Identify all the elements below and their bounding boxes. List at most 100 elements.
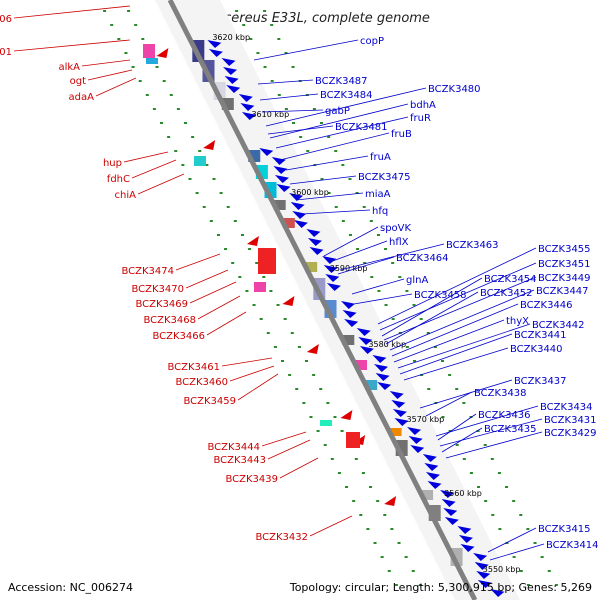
gene-block <box>365 380 378 390</box>
gene-arrow-plus <box>375 373 390 381</box>
gene-arrow-plus <box>374 364 389 372</box>
gene-arrow-plus <box>425 472 440 480</box>
gene-label-plus: BCZK3431 <box>544 415 597 426</box>
gene-arrow-plus <box>208 49 223 57</box>
tick-mark <box>233 220 237 222</box>
tick-mark <box>334 206 338 208</box>
gene-label-plus: BCZK3463 <box>446 240 499 251</box>
leader-line-minus <box>123 151 169 163</box>
tick-mark <box>363 262 367 264</box>
gene-label-plus: bdhA <box>410 100 436 111</box>
tick-mark <box>477 486 481 488</box>
gene-label-minus: BCZK3439 <box>225 474 278 485</box>
gene-arrow-plus <box>290 202 305 210</box>
tick-mark <box>326 402 330 404</box>
tick-mark <box>397 542 401 544</box>
gene-arrow-plus <box>307 238 322 246</box>
gene-arrow-plus <box>344 319 359 327</box>
gene-label-minus: BCZK3501 <box>0 47 12 58</box>
leader-line-plus <box>301 209 371 215</box>
leader-line-minus <box>279 457 319 479</box>
tick-mark <box>256 52 260 54</box>
leader-line-plus <box>445 431 543 459</box>
gene-label-minus: BCZK3506 <box>0 14 12 25</box>
leader-line-plus <box>425 391 473 417</box>
tick-mark <box>138 80 142 82</box>
tick-mark <box>266 332 270 334</box>
tick-mark <box>255 262 259 264</box>
gene-arrow-plus <box>289 193 304 201</box>
tick-mark <box>205 164 209 166</box>
tick-mark <box>433 346 437 348</box>
tick-mark <box>380 556 384 558</box>
gene-label-minus: BCZK3444 <box>207 442 260 453</box>
tick-mark <box>345 486 349 488</box>
leader-line-plus <box>257 79 314 85</box>
tick-mark <box>420 374 424 376</box>
tick-mark <box>354 458 358 460</box>
tick-mark <box>240 234 244 236</box>
tick-mark <box>394 584 398 586</box>
gene-label-plus: BCZK3442 <box>532 320 585 331</box>
leader-line-plus <box>265 87 427 127</box>
gene-label-minus: BCZK3443 <box>213 455 266 466</box>
gene-label-plus: spoVK <box>380 223 412 234</box>
tick-mark <box>198 150 202 152</box>
gene-arrow-plus <box>221 58 236 66</box>
tick-mark <box>526 584 530 586</box>
tick-mark <box>469 472 473 474</box>
tick-mark <box>309 416 313 418</box>
gene-arrow-minus <box>156 48 169 58</box>
tick-mark <box>412 304 416 306</box>
gene-arrow-minus <box>246 236 259 246</box>
tick-mark <box>398 276 402 278</box>
gene-arrow-plus <box>408 436 423 444</box>
leader-line-plus <box>379 262 537 331</box>
gene-label-minus: BCZK3474 <box>121 266 174 277</box>
gene-arrow-plus <box>424 463 439 471</box>
tick-mark <box>498 528 502 530</box>
gene-label-minus: hup <box>103 158 122 169</box>
gene-arrow-plus <box>238 94 253 102</box>
leader-line-plus <box>377 247 537 325</box>
tick-mark <box>376 500 380 502</box>
gene-arrow-plus <box>474 562 489 570</box>
tick-mark <box>377 290 381 292</box>
tick-mark <box>169 94 173 96</box>
tick-mark <box>419 318 423 320</box>
gene-label-plus: hfq <box>372 206 388 217</box>
gene-label-plus: BCZK3440 <box>510 344 563 355</box>
tick-mark <box>355 192 359 194</box>
leader-line-plus <box>275 116 409 149</box>
gene-arrow-minus <box>340 410 353 420</box>
tick-mark <box>352 500 356 502</box>
tick-mark <box>362 206 366 208</box>
leader-line-plus <box>259 93 319 101</box>
leader-line-plus <box>353 293 413 305</box>
tick-mark <box>391 318 395 320</box>
gene-label-plus: fruB <box>391 129 412 140</box>
tick-mark <box>370 276 374 278</box>
leader-line-minus <box>13 39 131 52</box>
leader-line-plus <box>351 278 405 295</box>
gene-arrow-plus <box>407 427 422 435</box>
tick-mark <box>291 66 295 68</box>
tick-mark <box>202 206 206 208</box>
leader-line-plus <box>399 333 513 375</box>
tick-mark <box>427 388 431 390</box>
tick-mark <box>160 122 164 124</box>
tick-mark <box>366 528 370 530</box>
gene-arrow-plus <box>342 310 357 318</box>
gene-arrow-plus <box>273 166 288 174</box>
leader-line-minus <box>95 77 137 97</box>
leader-line-minus <box>81 59 131 67</box>
gene-label-plus: BCZK3455 <box>538 244 591 255</box>
tick-mark <box>248 248 252 250</box>
tick-mark <box>277 94 281 96</box>
gene-arrow-plus <box>325 274 340 282</box>
tick-mark <box>369 220 373 222</box>
tick-mark <box>319 388 323 390</box>
gene-label-minus: BCZK3461 <box>167 362 220 373</box>
scale-label: 3610 kbp <box>251 110 289 119</box>
